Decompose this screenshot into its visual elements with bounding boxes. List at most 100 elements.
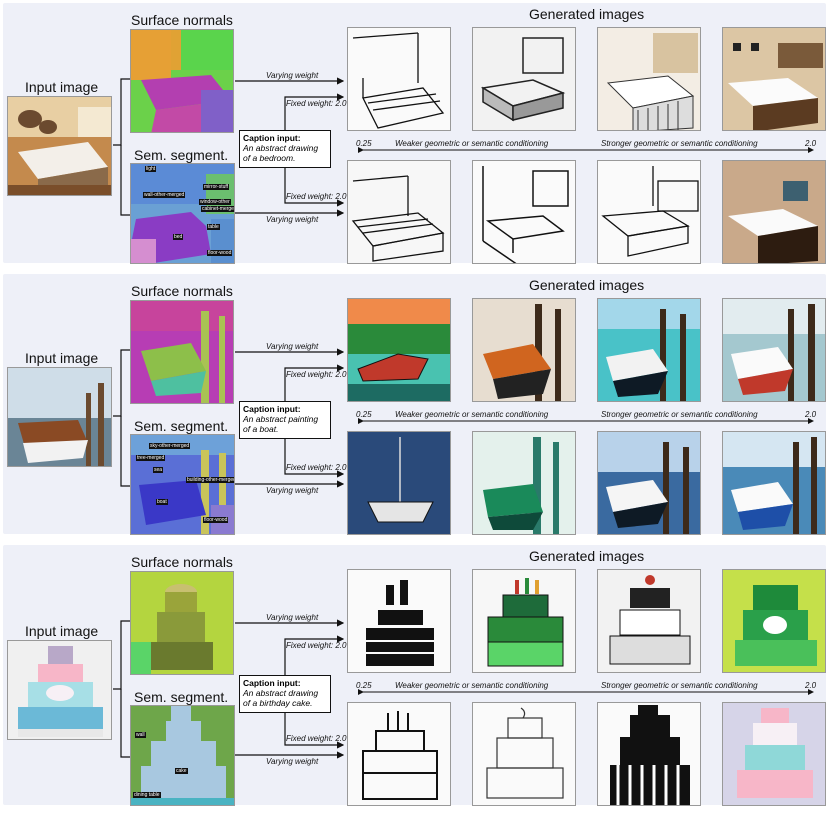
seg-tag-light: light — [145, 166, 157, 172]
fixed-weight-top: Fixed weight: 2.0 — [286, 370, 347, 379]
seg-tag-sea: sea — [153, 467, 164, 473]
input-image-boat — [7, 367, 112, 467]
generated-image-normals-3 — [597, 298, 701, 402]
caption-line-2: of a boat. — [243, 424, 279, 434]
caption-title: Caption input: — [243, 133, 301, 143]
generated-image-seg-4 — [722, 702, 826, 806]
panel-cake: Input image Surface normals Sem. segment… — [3, 545, 826, 806]
axis-right-value: 2.0 — [805, 410, 817, 419]
surface-normals-label: Surface normals — [131, 554, 233, 570]
generated-image-normals-4 — [722, 27, 826, 131]
generated-image-normals-2 — [472, 569, 576, 673]
caption-line-1: An abstract drawing — [243, 688, 319, 698]
input-image-cake — [7, 640, 112, 740]
generated-image-seg-2 — [472, 160, 576, 264]
caption-title: Caption input: — [243, 678, 301, 688]
surface-normals-label: Surface normals — [131, 283, 233, 299]
surface-normals-label: Surface normals — [131, 12, 233, 28]
seg-tag-window: window-other — [199, 199, 231, 205]
varying-weight-top: Varying weight — [266, 342, 319, 351]
generated-image-normals-2 — [472, 27, 576, 131]
caption-input-box: Caption input: An abstract drawing of a … — [239, 130, 331, 168]
caption-line-1: An abstract drawing — [243, 143, 319, 153]
generated-image-seg-2 — [472, 702, 576, 806]
semantic-segmentation-label: Sem. segment. — [134, 689, 229, 705]
generated-images-label: Generated images — [529, 548, 645, 564]
semantic-segmentation-cake: wall cake dining table — [130, 705, 235, 806]
caption-input-box: Caption input: An abstract painting of a… — [239, 401, 331, 439]
caption-line-2: of a bedroom. — [243, 153, 296, 163]
axis-left-value: 0.25 — [356, 410, 372, 419]
generated-image-normals-4 — [722, 569, 826, 673]
fixed-weight-bottom: Fixed weight: 2.0 — [286, 734, 347, 743]
caption-line-1: An abstract painting — [243, 414, 319, 424]
seg-tag-cake: cake — [175, 768, 188, 774]
caption-line-2: of a birthday cake. — [243, 698, 313, 708]
input-image-label: Input image — [25, 623, 99, 639]
seg-tag-floor: floor-wood — [203, 517, 229, 523]
generated-image-seg-3 — [597, 160, 701, 264]
generated-images-label: Generated images — [529, 277, 645, 293]
generated-image-seg-1 — [347, 160, 451, 264]
semantic-segmentation-boat: sky-other-merged tree-merged sea buildin… — [130, 434, 235, 535]
surface-normals-boat — [130, 300, 234, 404]
axis-weaker-label: Weaker geometric or semantic conditionin… — [393, 681, 551, 690]
varying-weight-bottom: Varying weight — [266, 486, 319, 495]
seg-tag-cabinet: cabinet-merged — [201, 206, 234, 212]
generated-image-normals-1 — [347, 569, 451, 673]
semantic-segmentation-label: Sem. segment. — [134, 418, 229, 434]
surface-normals-bedroom — [130, 29, 234, 133]
seg-tag-dining-table: dining table — [133, 792, 161, 798]
seg-tag-table: table — [207, 224, 220, 230]
axis-stronger-label: Stronger geometric or semantic condition… — [599, 410, 760, 419]
surface-normals-cake — [130, 571, 234, 675]
input-image-bedroom — [7, 96, 112, 196]
generated-image-normals-1 — [347, 298, 451, 402]
caption-input-box: Caption input: An abstract drawing of a … — [239, 675, 331, 713]
seg-tag-sky: sky-other-merged — [149, 443, 191, 449]
seg-tag-floor: floor-wood — [207, 250, 233, 256]
seg-tag-wall: wall-other-merged — [143, 192, 186, 198]
axis-stronger-label: Stronger geometric or semantic condition… — [599, 139, 760, 148]
input-image-label: Input image — [25, 79, 99, 95]
input-image-label: Input image — [25, 350, 99, 366]
varying-weight-bottom: Varying weight — [266, 757, 319, 766]
generated-image-seg-1 — [347, 431, 451, 535]
panel-bedroom: Input image Surface normals Sem. segment… — [3, 3, 826, 264]
fixed-weight-top: Fixed weight: 2.0 — [286, 641, 347, 650]
fixed-weight-bottom: Fixed weight: 2.0 — [286, 192, 347, 201]
generated-images-label: Generated images — [529, 6, 645, 22]
varying-weight-top: Varying weight — [266, 613, 319, 622]
generated-image-normals-2 — [472, 298, 576, 402]
axis-weaker-label: Weaker geometric or semantic conditionin… — [393, 410, 551, 419]
seg-tag-mirror: mirror-stuff — [203, 184, 230, 190]
seg-tag-wall: wall — [135, 732, 146, 738]
panel-boat: Input image Surface normals Sem. segment… — [3, 274, 826, 535]
generated-image-seg-4 — [722, 160, 826, 264]
seg-tag-building: building-other-merged — [186, 477, 235, 483]
generated-image-seg-1 — [347, 702, 451, 806]
caption-title: Caption input: — [243, 404, 301, 414]
varying-weight-top: Varying weight — [266, 71, 319, 80]
generated-image-seg-4 — [722, 431, 826, 535]
axis-weaker-label: Weaker geometric or semantic conditionin… — [393, 139, 551, 148]
connector-lines — [113, 77, 814, 217]
semantic-segmentation-label: Sem. segment. — [134, 147, 229, 163]
generated-image-normals-1 — [347, 27, 451, 131]
fixed-weight-bottom: Fixed weight: 2.0 — [286, 463, 347, 472]
generated-image-seg-2 — [472, 431, 576, 535]
axis-left-value: 0.25 — [356, 681, 372, 690]
axis-left-value: 0.25 — [356, 139, 372, 148]
axis-right-value: 2.0 — [805, 139, 817, 148]
seg-tag-tree: tree-merged — [136, 455, 166, 461]
generated-image-normals-3 — [597, 569, 701, 673]
generated-image-normals-4 — [722, 298, 826, 402]
generated-image-seg-3 — [597, 702, 701, 806]
generated-image-normals-3 — [597, 27, 701, 131]
axis-stronger-label: Stronger geometric or semantic condition… — [599, 681, 760, 690]
seg-tag-boat: boat — [156, 499, 168, 505]
generated-image-seg-3 — [597, 431, 701, 535]
semantic-segmentation-bedroom: light wall-other-merged mirror-stuff win… — [130, 163, 235, 264]
fixed-weight-top: Fixed weight: 2.0 — [286, 99, 347, 108]
axis-right-value: 2.0 — [805, 681, 817, 690]
